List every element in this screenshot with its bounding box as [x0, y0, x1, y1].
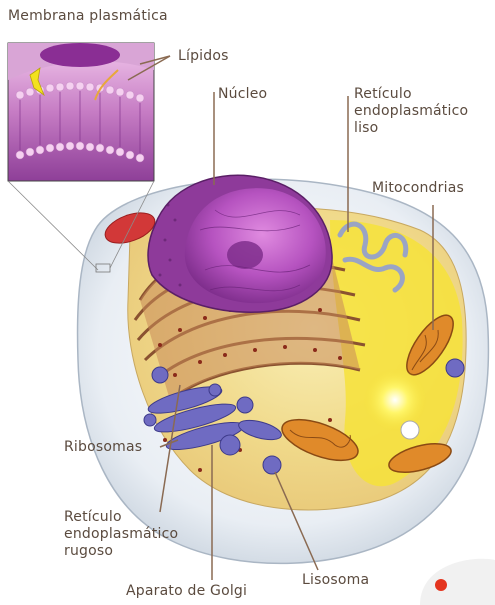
label-nucleus: Núcleo — [218, 86, 267, 103]
label-membrane: Membrana plasmática — [8, 8, 168, 25]
label-smooth-er-line2: endoplasmático — [354, 103, 468, 120]
label-ribosomes: Ribosomas — [64, 439, 142, 456]
label-rough-er: Retículo endoplasmático rugoso — [64, 509, 178, 560]
label-smooth-er: Retículo endoplasmático liso — [354, 86, 468, 137]
centrosome-glow — [363, 368, 427, 432]
label-mitochondria: Mitocondrias — [372, 180, 464, 197]
label-rough-er-line1: Retículo — [64, 509, 178, 526]
label-smooth-er-line3: liso — [354, 120, 468, 137]
membrane-inset — [8, 43, 154, 181]
label-smooth-er-line1: Retículo — [354, 86, 468, 103]
red-dot-icon — [435, 579, 447, 591]
label-rough-er-line3: rugoso — [64, 543, 178, 560]
label-lysosome: Lisosoma — [302, 572, 369, 589]
label-lipids: Lípidos — [178, 48, 229, 65]
label-rough-er-line2: endoplasmático — [64, 526, 178, 543]
corner-badge — [420, 559, 495, 605]
label-golgi: Aparato de Golgi — [126, 583, 247, 600]
